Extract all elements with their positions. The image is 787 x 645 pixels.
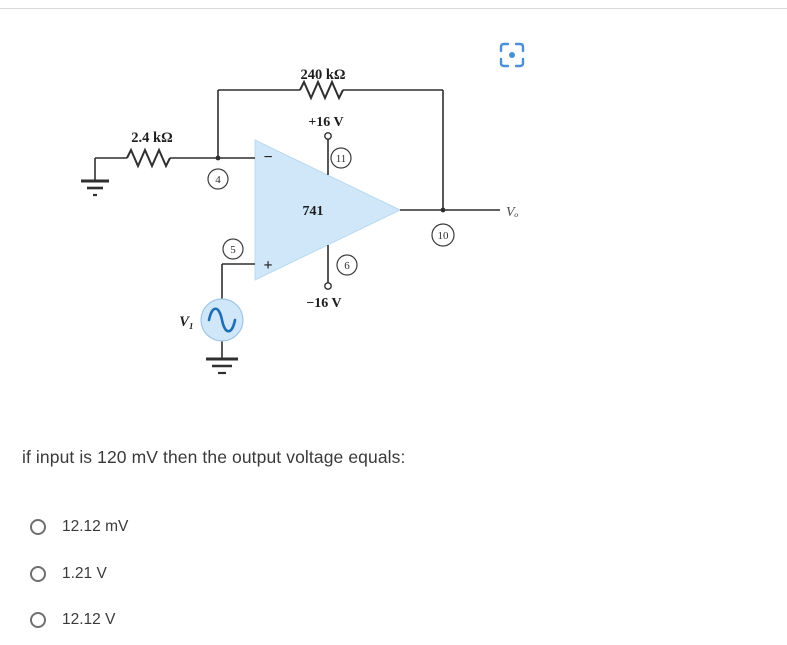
option-label-2: 1.21 V: [62, 565, 107, 582]
pin-4-number: 4: [215, 174, 221, 186]
pin-11-number: 11: [336, 153, 347, 165]
junction-dot-input: [215, 155, 221, 161]
circuit-figure: 4 5 6 10 11 240 kΩ 2.4 kΩ +16 V −16 V 74…: [0, 18, 787, 428]
wire-segments: [94, 89, 500, 359]
input-resistor-label: 2.4 kΩ: [131, 130, 172, 146]
pin-11-circle: [330, 147, 352, 169]
feedback-resistor-zigzag: [299, 79, 344, 101]
option-row-2[interactable]: 1.21 V: [30, 565, 107, 583]
pin-5-circle: [222, 238, 244, 260]
pos-supply-terminal: [324, 132, 332, 140]
option-row-1[interactable]: 12.12 mV: [30, 518, 128, 536]
option-label-1: 12.12 mV: [62, 518, 129, 535]
neg-supply-terminal: [324, 282, 332, 290]
radio-button-1[interactable]: [30, 519, 46, 535]
noninverting-input-sign: +: [263, 257, 272, 274]
output-voltage-label: Vₒ: [506, 205, 519, 220]
sine-source: [200, 298, 244, 342]
pin-6-circle: [336, 254, 358, 276]
opamp-part-number: 741: [303, 204, 324, 219]
pin-circles: [207, 147, 455, 276]
option-row-3[interactable]: 12.12 V: [30, 611, 115, 629]
input-resistor-zigzag: [126, 147, 171, 169]
pin-5-number: 5: [230, 244, 236, 256]
inverting-input-sign: −: [263, 149, 272, 166]
pin-10-number: 10: [438, 230, 450, 242]
pin-6-number: 6: [344, 260, 350, 272]
ground-symbol-source: [206, 357, 238, 375]
option-label-3: 12.12 V: [62, 611, 116, 628]
input-source-label: V₁: [179, 314, 194, 330]
question-text: if input is 120 mV then the output volta…: [22, 447, 406, 467]
top-divider: [0, 8, 787, 9]
radio-button-2[interactable]: [30, 566, 46, 582]
junction-dot-output: [440, 207, 446, 213]
circuit-diagram: 4 5 6 10 11 240 kΩ 2.4 kΩ +16 V −16 V 74…: [81, 67, 519, 375]
sine-wave-icon: [207, 307, 237, 333]
neg-supply-label: −16 V: [306, 296, 341, 311]
pos-supply-label: +16 V: [308, 115, 343, 130]
ground-symbol-left: [81, 179, 109, 197]
radio-button-3[interactable]: [30, 612, 46, 628]
pin-4-circle: [207, 168, 229, 190]
feedback-resistor-label: 240 kΩ: [300, 67, 345, 83]
pin-10-circle: [431, 223, 455, 247]
zoom-icon[interactable]: [497, 40, 527, 70]
